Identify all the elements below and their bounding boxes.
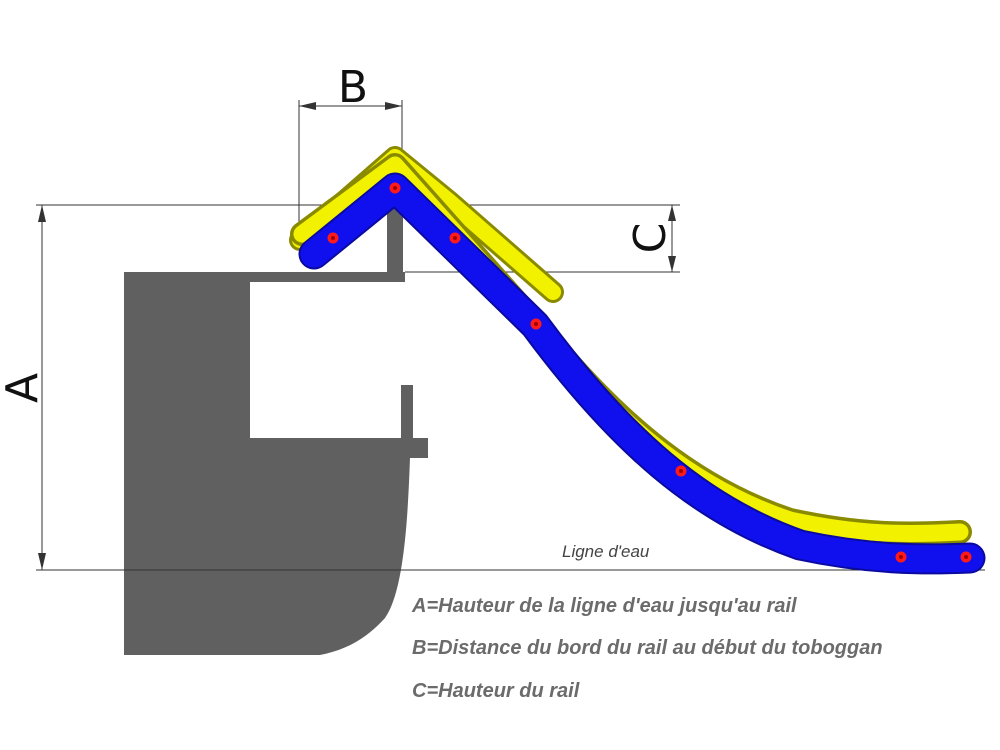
deck-rail-post [387,203,403,278]
hull-body [124,272,428,655]
dimension-b-label: B [338,62,368,113]
anchor-point [389,182,401,194]
dimension-c-label: C [625,223,676,254]
legend-line-c: C=Hauteur du rail [412,680,580,702]
waterline-label: Ligne d'eau [562,542,650,561]
inner-post [401,385,413,445]
anchor-point [895,551,907,563]
anchor-point [449,232,461,244]
anchor-points [327,182,972,563]
anchor-point [530,318,542,330]
anchor-point [960,551,972,563]
legend: A=Hauteur de la ligne d'eau jusqu'au rai… [411,595,883,702]
boat-hull [124,203,428,655]
slide-body [300,174,984,573]
dimension-a-label: A [0,373,48,403]
dimension-a-arrow-bottom [38,553,46,570]
legend-line-a: A=Hauteur de la ligne d'eau jusqu'au rai… [411,595,797,617]
dimension-b-arrow-left [299,102,316,110]
legend-line-b: B=Distance du bord du rail au début du t… [412,637,883,659]
anchor-point [327,232,339,244]
dimension-c-arrow-bottom [668,256,676,272]
dimension-b-arrow-right [385,102,402,110]
dimension-c-arrow-top [668,205,676,221]
inflatable-slide [289,146,986,575]
dimension-a-arrow-top [38,205,46,222]
anchor-point [675,465,687,477]
